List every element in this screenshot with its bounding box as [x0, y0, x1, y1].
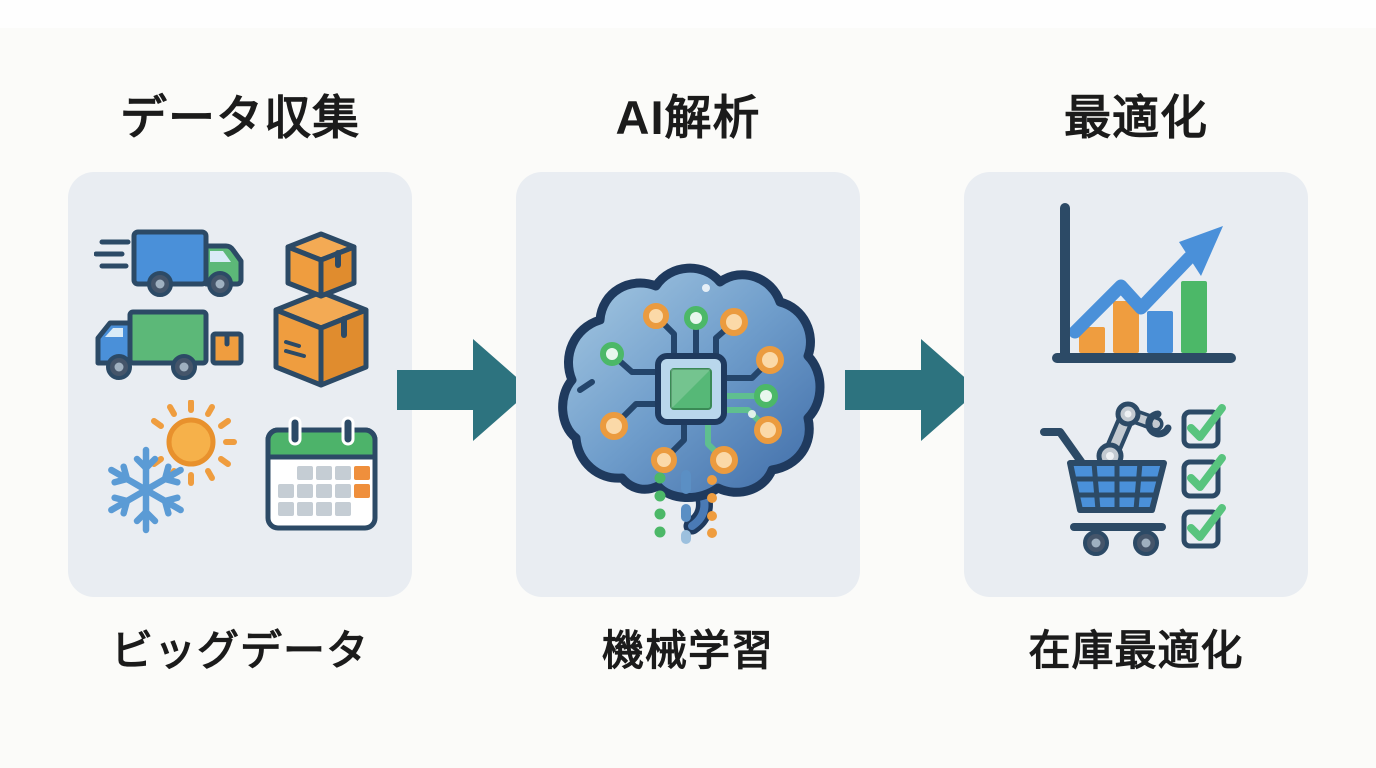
step-sublabel-big-data: ビッグデータ	[110, 627, 369, 674]
flow-arrow-icon	[845, 339, 979, 441]
sun-snowflake-icon	[94, 400, 237, 540]
step-sublabel-inventory-optimization: 在庫最適化	[1028, 627, 1244, 674]
growth-chart-icon	[1052, 203, 1236, 363]
step-card-data-collection	[68, 172, 412, 597]
top-margin-band	[0, 0, 1376, 28]
cargo-truck-icon	[95, 309, 244, 380]
step-card-ai-analysis	[516, 172, 860, 597]
circuit-nodes	[600, 284, 784, 474]
robot-arm-cart-checklist-icon	[1040, 401, 1226, 556]
chip	[655, 353, 727, 425]
calendar-cells	[278, 466, 370, 516]
snowflake	[107, 446, 185, 530]
step-heading-optimization: 最適化	[1064, 91, 1208, 144]
speed-delivery-truck-icon	[94, 229, 244, 297]
chart-bars	[1079, 281, 1207, 353]
calendar-icon	[265, 416, 378, 531]
step-sublabel-machine-learning: 機械学習	[601, 627, 774, 674]
stacked-boxes-icon	[273, 231, 369, 388]
step-heading-data-collection: データ収集	[120, 91, 360, 144]
step-heading-ai-analysis: AI解析	[615, 91, 761, 144]
checklist	[1181, 404, 1226, 549]
step-card-optimization	[964, 172, 1308, 597]
data-dots	[654, 470, 717, 544]
ai-brain-circuit-icon	[558, 263, 825, 544]
robot-arm	[1096, 401, 1172, 470]
flow-arrow-icon	[397, 339, 531, 441]
shopping-cart	[1040, 428, 1167, 556]
